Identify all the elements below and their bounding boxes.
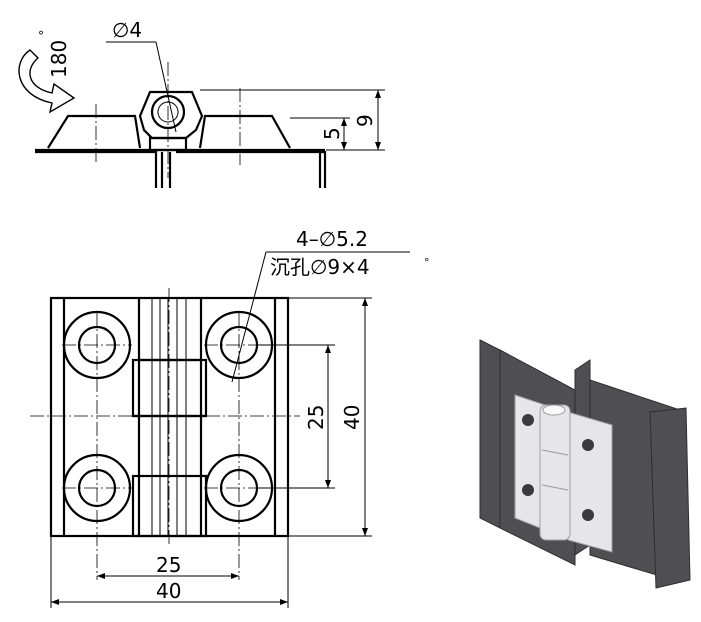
overall-height-label: 40 bbox=[340, 405, 364, 430]
hinge-knuckle bbox=[539, 404, 571, 541]
hole-horizontal-spacing-label: 25 bbox=[156, 553, 181, 577]
hole-spec-line1: 4–∅5.2 bbox=[296, 227, 368, 251]
hole-spec-degree-mark: ° bbox=[424, 256, 430, 269]
rotation-arrow-icon bbox=[18, 49, 76, 114]
front-view: 4–∅5.2 沉孔∅9×4 ° bbox=[30, 227, 430, 608]
right-hinge-leaf bbox=[567, 411, 613, 553]
rotation-label: 180 bbox=[47, 40, 71, 78]
side-view: 180 ° ∅4 5 9 bbox=[18, 18, 385, 188]
height-small-label: 5 bbox=[320, 127, 344, 140]
overall-width-label: 40 bbox=[156, 579, 181, 603]
rotation-degree-mark: ° bbox=[38, 29, 44, 43]
hole-spec-line2: 沉孔∅9×4 bbox=[270, 255, 370, 279]
hinge-3d-render bbox=[479, 339, 691, 589]
pin-diameter-label: ∅4 bbox=[112, 18, 142, 42]
hole-vertical-spacing-label: 25 bbox=[304, 405, 328, 430]
left-plate bbox=[479, 339, 501, 529]
height-total-label: 9 bbox=[353, 114, 377, 127]
